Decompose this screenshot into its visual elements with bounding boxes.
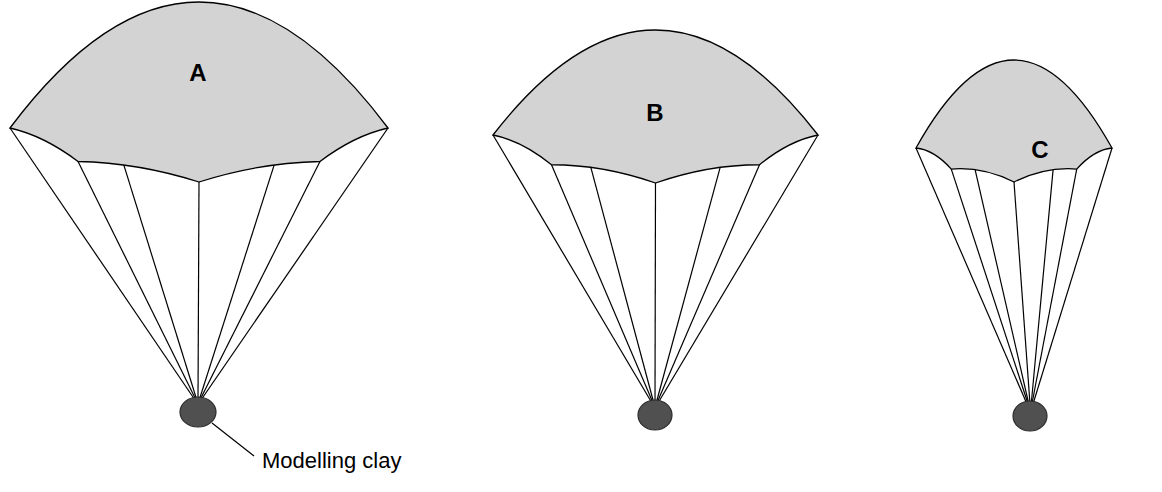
modelling-clay: [1013, 401, 1047, 431]
part-label: Modelling clay: [262, 448, 401, 474]
canopy-fabric: [10, 2, 388, 182]
leader-line: [212, 423, 254, 456]
suspension-line: [78, 161, 196, 400]
suspension-line: [591, 166, 654, 403]
suspension-line: [1033, 148, 1112, 404]
parachute-canopy: B: [493, 30, 818, 183]
suspension-line: [1032, 169, 1077, 404]
suspension-line: [951, 169, 1028, 404]
suspension-line: [656, 166, 720, 403]
modelling-clay: [180, 397, 216, 427]
parachute-canopy: C: [916, 60, 1112, 182]
parachute-letter: C: [1031, 136, 1048, 164]
suspension-line: [198, 182, 199, 400]
suspension-line: [552, 165, 654, 403]
suspension-line: [916, 148, 1027, 404]
canopy-shape: [10, 2, 388, 182]
parachute-letter: B: [646, 99, 663, 127]
suspension-line: [975, 168, 1029, 404]
parachute-letter: A: [189, 59, 206, 87]
canopy-shape: [916, 60, 1112, 182]
suspension-line: [657, 165, 760, 403]
suspension-line: [1031, 168, 1053, 404]
suspension-line: [1014, 182, 1030, 404]
parachute-canopy: A: [10, 2, 388, 182]
modelling-clay: [638, 400, 672, 430]
suspension-line: [199, 164, 274, 400]
canopy-fabric: [916, 60, 1112, 182]
suspension-line: [200, 161, 320, 400]
suspension-line: [654, 183, 656, 403]
suspension-line: [123, 164, 196, 400]
canopy-fabric: [493, 30, 818, 183]
